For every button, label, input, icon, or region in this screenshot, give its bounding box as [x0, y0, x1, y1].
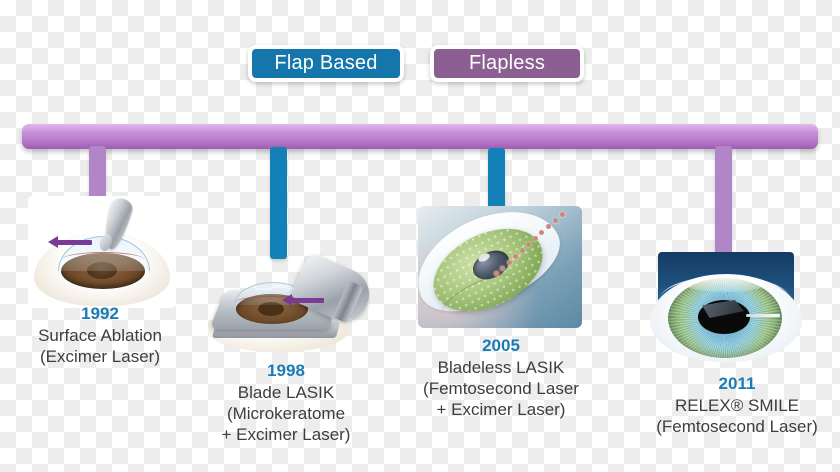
- timeline-connector-2005: [488, 148, 505, 210]
- milestone-year: 2011: [718, 374, 756, 393]
- milestone-technology: (Femtosecond Laser): [656, 417, 818, 436]
- milestone-name: RELEX® SMILE: [674, 396, 799, 415]
- milestone-name: Surface Ablation: [38, 326, 162, 345]
- illustration-blade-lasik: [200, 246, 370, 358]
- flap-cut-marking: [235, 296, 309, 309]
- milestone-label-1992: 1992 Surface Ablation (Excimer Laser): [0, 303, 200, 367]
- milestone-technology-line1: (Microkeratome: [226, 404, 346, 423]
- illustration-surface-ablation: [28, 196, 176, 308]
- tab-flap-based[interactable]: Flap Based: [248, 45, 404, 82]
- purple-direction-arrow-icon: [48, 236, 92, 248]
- tab-flap-based-label: Flap Based: [274, 52, 378, 74]
- timeline-connector-1992: [89, 146, 106, 202]
- milestone-label-1998: 1998 Blade LASIK (Microkeratome + Excime…: [186, 360, 386, 445]
- milestone-name: Blade LASIK: [237, 383, 335, 402]
- tab-flapless[interactable]: Flapless: [430, 45, 584, 82]
- limbus-arc: [660, 276, 790, 322]
- timeline-connector-1998: [270, 147, 287, 259]
- milestone-year: 2005: [482, 336, 520, 355]
- milestone-label-2011: 2011 RELEX® SMILE (Femtosecond Laser): [634, 373, 840, 437]
- illustration-bladeless-lasik: [418, 206, 582, 328]
- timeline-bar: [22, 124, 818, 149]
- milestone-technology-line2: + Excimer Laser): [221, 425, 351, 444]
- cornea-highlight: [686, 278, 764, 292]
- milestone-technology-line2: + Excimer Laser): [436, 400, 566, 419]
- ablation-zone-marking: [62, 252, 144, 267]
- milestone-technology-line1: (Femtosecond Laser: [423, 379, 579, 398]
- milestone-label-2005: 2005 Bladeless LASIK (Femtosecond Laser …: [400, 335, 602, 420]
- milestone-name: Bladeless LASIK: [437, 358, 565, 377]
- laser-beam-dots: [492, 212, 565, 276]
- tab-flapless-label: Flapless: [468, 52, 546, 74]
- timeline-connector-2011: [715, 146, 732, 262]
- milestone-year: 1992: [81, 304, 119, 323]
- milestone-technology: (Excimer Laser): [40, 347, 160, 366]
- illustration-relex-smile: [650, 252, 802, 364]
- milestone-year: 1998: [267, 361, 305, 380]
- purple-direction-arrow-icon: [282, 294, 324, 306]
